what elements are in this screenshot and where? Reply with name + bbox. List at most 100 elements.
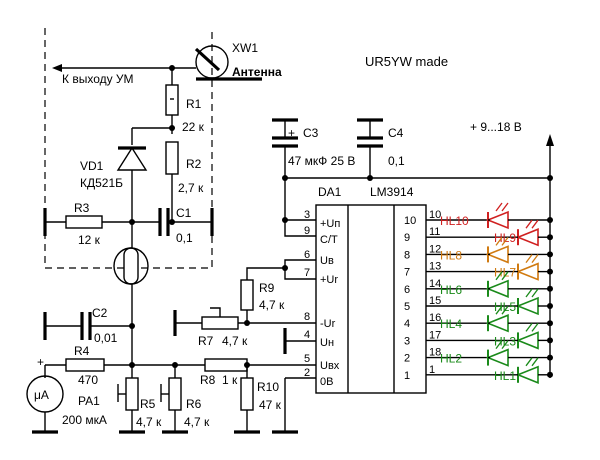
led-light-icon [525, 323, 539, 332]
led-hl5: HL5 [490, 288, 550, 316]
led-light-icon [525, 288, 539, 298]
antenna-name: Антенна [232, 65, 282, 79]
output-label: К выходу УМ [62, 72, 134, 86]
c3-ref: C3 [303, 126, 319, 140]
c3-plus: + [288, 126, 295, 140]
svg-text:3: 3 [304, 209, 310, 221]
r6-value: 4,7 к [184, 415, 210, 429]
output-pin-num: 1 [429, 364, 435, 376]
led-body [485, 245, 509, 264]
vd1-ref: VD1 [80, 159, 104, 173]
r8-ref: R8 [200, 373, 216, 387]
c1-value: 0,1 [176, 231, 193, 245]
r2-ref: R2 [186, 157, 202, 171]
svg-text:C/T: C/T [320, 234, 338, 246]
led-hl4: HL4 [440, 305, 550, 333]
title-text: UR5YW made [365, 54, 448, 69]
led-label: HL4 [440, 317, 462, 331]
r2-value: 2,7 к [178, 181, 204, 195]
r8-resistor [204, 358, 248, 372]
led-light-icon [495, 202, 509, 212]
svg-text:6: 6 [304, 249, 310, 261]
svg-text:+Uп: +Uп [320, 218, 340, 230]
led-light-icon [495, 237, 509, 246]
led-body [485, 314, 509, 333]
r3-ref: R3 [74, 201, 90, 215]
svg-text:8: 8 [304, 311, 310, 323]
led-label: HL6 [440, 283, 462, 297]
vd1-value: КД521Б [80, 176, 123, 190]
xw1-ref: XW1 [232, 41, 258, 55]
output-pin-num: 14 [429, 278, 441, 290]
r7-trimmer [201, 316, 239, 330]
output-pin-num: 16 [429, 312, 441, 324]
r9-resistor [240, 279, 254, 311]
svg-text:Uвх: Uвх [320, 360, 340, 372]
r1-resistor [165, 84, 179, 116]
chip-lm3914 [315, 204, 427, 394]
pin-8: 8-Ur [304, 311, 336, 330]
led-hl2: HL2 [440, 340, 550, 367]
led-body [515, 228, 539, 247]
chip-part: LM3914 [370, 185, 414, 199]
svg-text:4: 4 [304, 329, 310, 341]
led-light-icon [495, 340, 509, 349]
r1-ref: R1 [186, 97, 202, 111]
led-body [515, 365, 539, 384]
antenna-line-1 [194, 47, 221, 72]
r6-ref: R6 [186, 397, 202, 411]
chip-output-num: 6 [404, 284, 410, 296]
svg-text:0B: 0B [320, 376, 333, 388]
svg-text:2: 2 [304, 367, 310, 379]
led-hl9: HL9 [490, 219, 550, 247]
led-light-icon [525, 254, 539, 263]
chip-output-num: 1 [404, 370, 410, 382]
r9-value: 4,7 к [259, 298, 285, 312]
led-hl8: HL8 [440, 237, 550, 264]
r3-resistor [65, 215, 103, 229]
output-arrow-icon [52, 64, 62, 72]
r7-value: 4,7 к [222, 334, 248, 348]
svg-text:Uн: Uн [320, 337, 334, 349]
led-body [515, 331, 539, 350]
output-pin-num: 10 [429, 209, 441, 221]
r5-ref: R5 [140, 397, 156, 411]
output-pin-num: 15 [429, 295, 441, 307]
supply-label: + 9...18 В [470, 120, 522, 134]
chip-output-num: 9 [404, 232, 410, 244]
chip-output-num: 8 [404, 249, 410, 261]
r10-value: 47 к [259, 398, 282, 412]
c4-ref: C4 [388, 126, 404, 140]
led-body [485, 210, 509, 230]
led-hl10: HL10 [440, 202, 550, 230]
chip-output-num: 10 [404, 215, 416, 227]
led-label: HL2 [440, 352, 462, 366]
pin-9: 9C/T [304, 225, 338, 246]
pa1-value: 200 мкА [62, 413, 107, 427]
pin-2: 2 0B [304, 367, 333, 388]
output-pin-num: 17 [429, 329, 441, 341]
led-hl7: HL7 [490, 254, 550, 281]
coil-outline [113, 247, 149, 285]
c4-value: 0,1 [388, 154, 405, 168]
led-body [515, 296, 539, 316]
svg-text:+Ur: +Ur [320, 274, 338, 286]
pin-3: 3 +Uп [304, 209, 340, 230]
r4-value: 470 [78, 373, 98, 387]
led-label: HL1 [494, 369, 516, 383]
led-light-icon [495, 271, 509, 281]
led-hl1: HL1 [490, 357, 550, 384]
svg-text:Uв: Uв [320, 255, 334, 267]
meter-symbol: μA [34, 388, 49, 402]
r4-ref: R4 [74, 344, 90, 358]
svg-text:7: 7 [304, 267, 310, 279]
pin-7: 7 +Ur [304, 267, 338, 286]
chip-ref: DA1 [318, 185, 342, 199]
r3-value: 12 к [78, 233, 101, 247]
r7-ref: R7 [198, 334, 214, 348]
